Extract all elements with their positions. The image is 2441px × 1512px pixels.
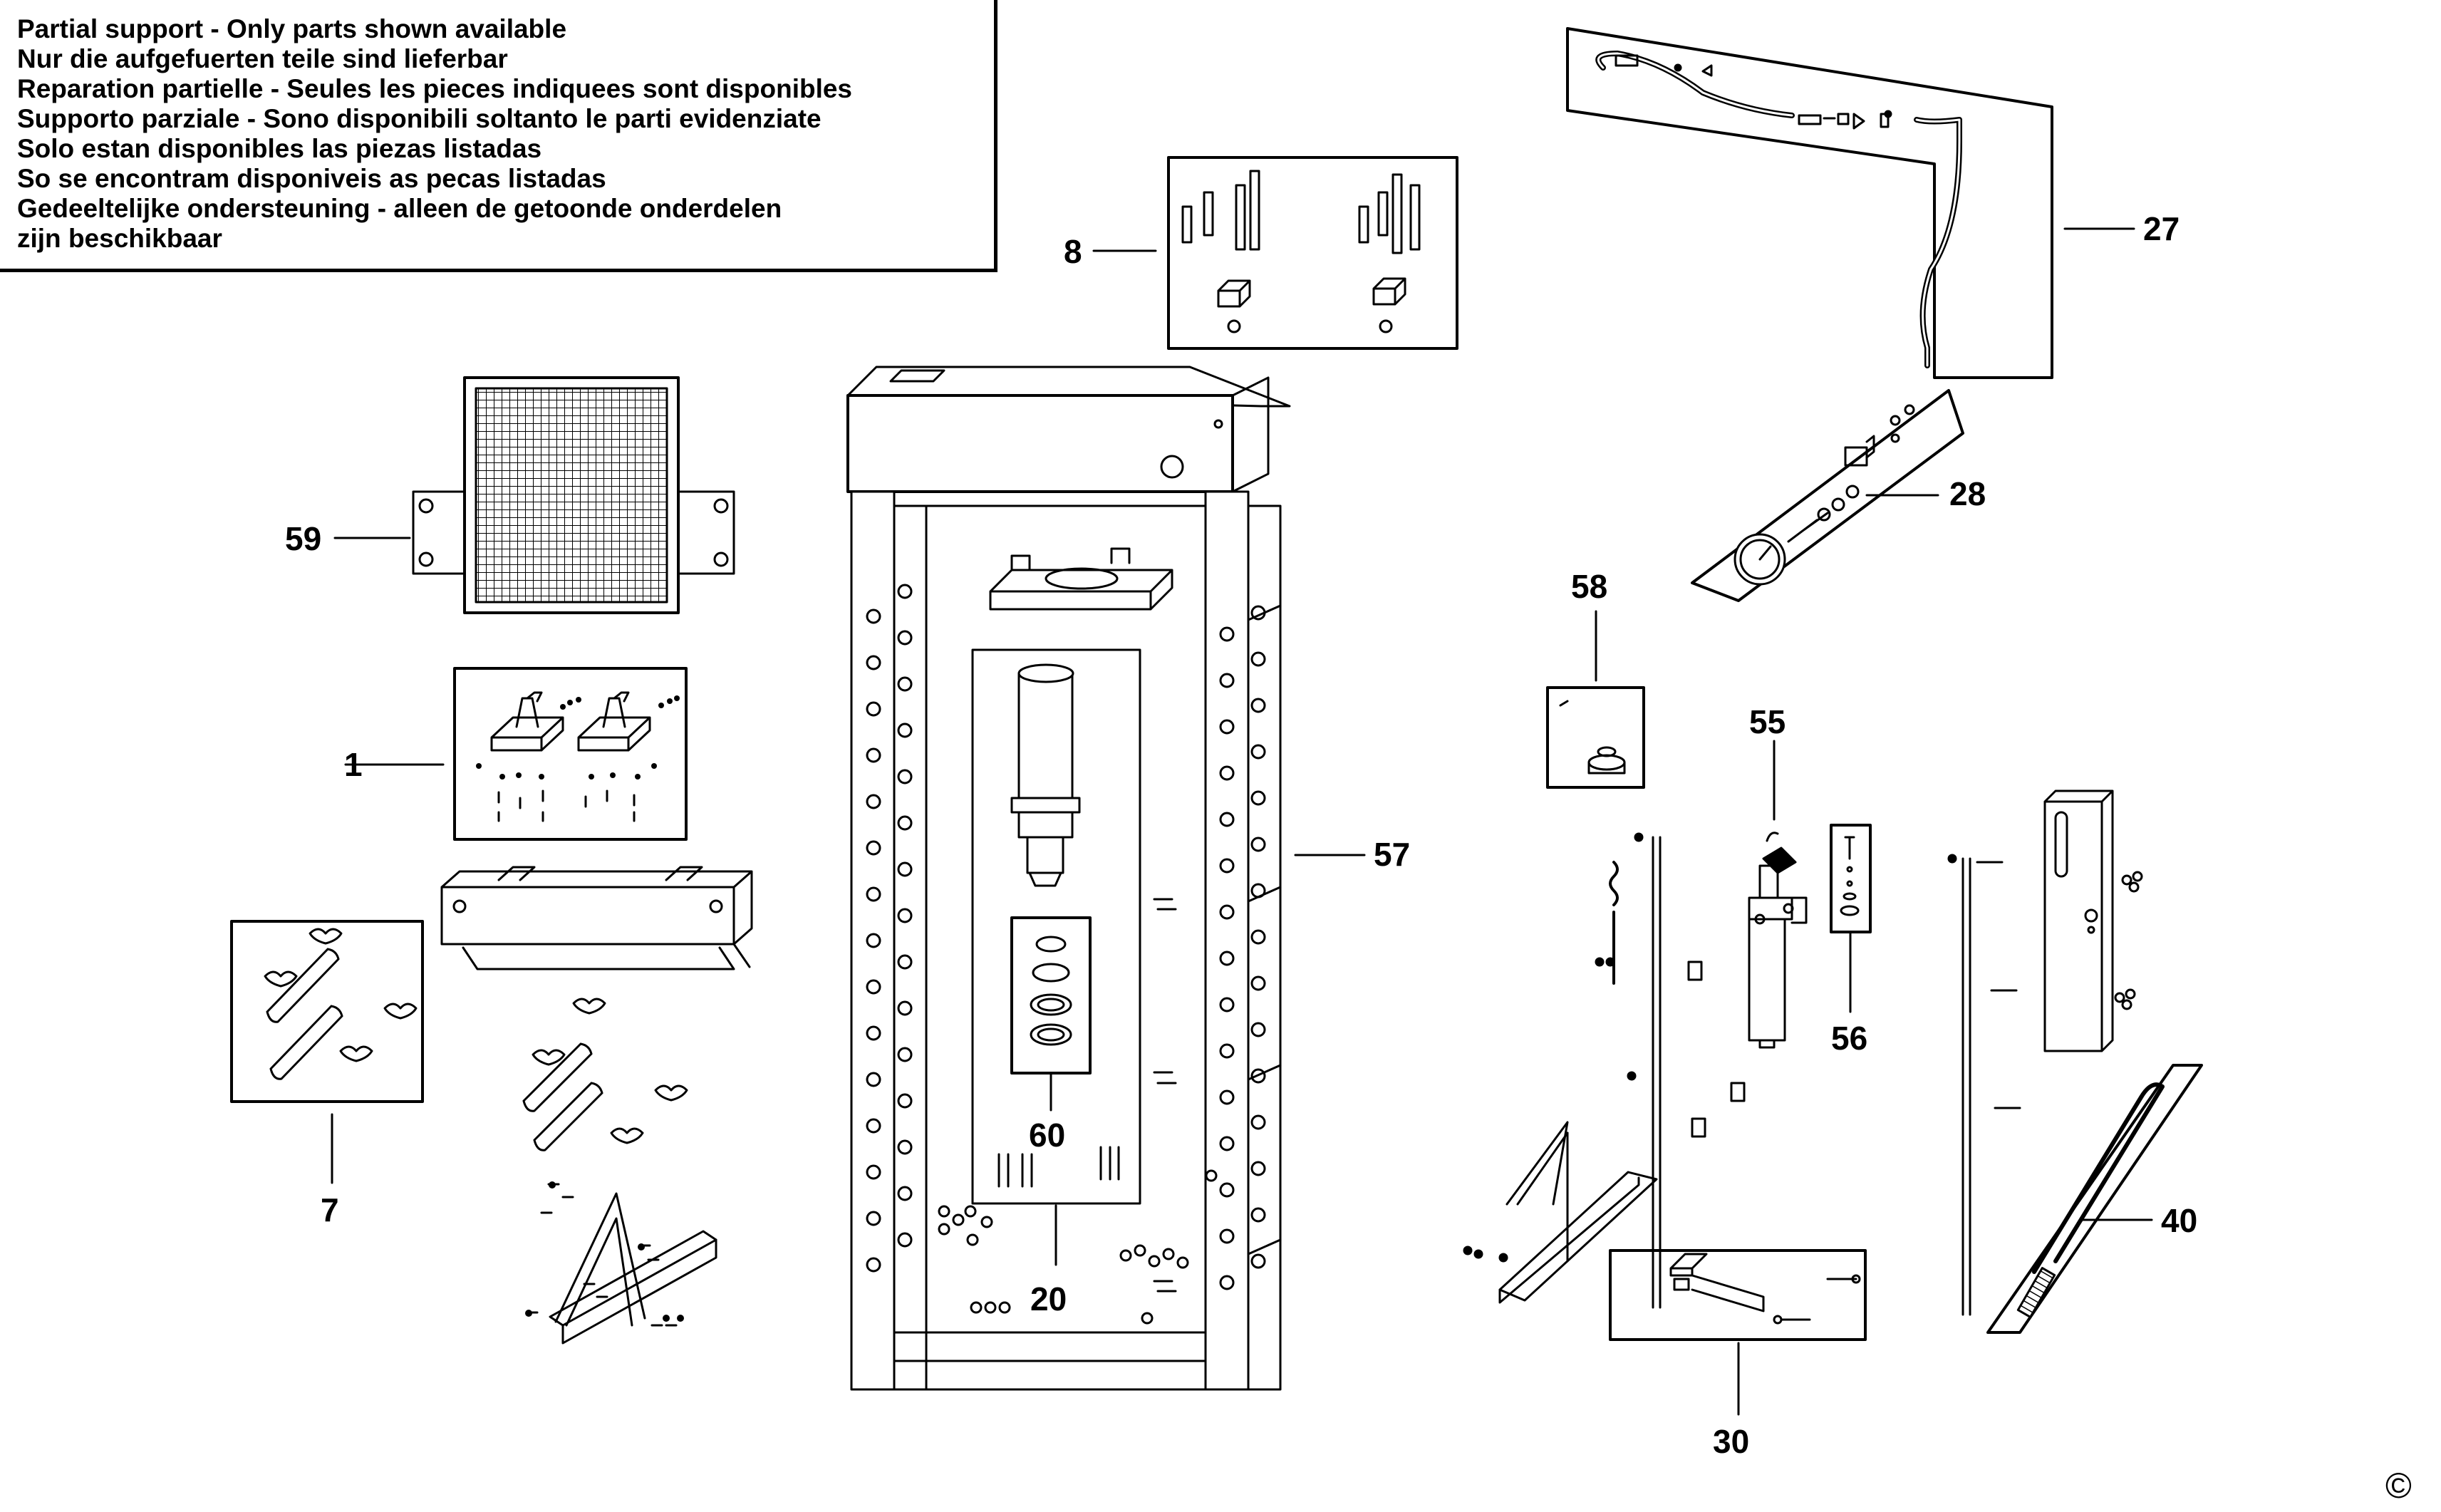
part-label-58: 58 (1571, 568, 1608, 605)
part-label-1: 1 (344, 746, 363, 783)
notice-line-nl-cont: zijn beschikbaar (17, 224, 222, 253)
notice-line-en: Partial support - Only parts shown avail… (17, 14, 567, 43)
bed-channel-part (440, 866, 753, 1151)
notice-line-de: Nur die aufgefuerten teile sind lieferba… (17, 44, 508, 73)
support-pins-part (230, 920, 424, 1103)
part-label-27: 27 (2143, 210, 2180, 247)
part-label-55: 55 (1749, 703, 1786, 740)
spring-bolt-kit-part (1167, 156, 1458, 350)
hose-kit-part (1566, 27, 2053, 379)
notice-line-it: Supporto parziale - Sono disponibili sol… (17, 104, 822, 133)
right-stand-leg-part (1463, 1121, 1658, 1304)
press-blocks-part (453, 667, 688, 841)
part-label-8: 8 (1064, 233, 1082, 270)
copyright-symbol: © (2385, 1466, 2412, 1506)
seal-kit-part (1010, 916, 1092, 1075)
notice-line-pt: So se encontram disponiveis as pecas lis… (17, 164, 606, 193)
part-label-56: 56 (1831, 1020, 1868, 1057)
partial-support-notice: Partial support - Only parts shown avail… (0, 0, 997, 272)
hand-pump-part (1748, 832, 1808, 1049)
part-label-28: 28 (1949, 475, 1986, 512)
part-label-30: 30 (1713, 1423, 1750, 1460)
part-label-7: 7 (321, 1191, 339, 1228)
pump-housing-part (2043, 789, 2143, 1052)
part-label-60: 60 (1029, 1117, 1066, 1154)
right-rods-part (1595, 832, 2021, 1316)
notice-line-nl: Gedeeltelijke ondersteuning - alleen de … (17, 194, 782, 223)
mounting-bolts (997, 1146, 1120, 1188)
part-label-59: 59 (285, 520, 322, 557)
part-label-40: 40 (2161, 1202, 2198, 1239)
press-frame-part (846, 366, 1291, 1391)
gauge-kit-part (1691, 389, 1964, 602)
valve-cap-part (1546, 686, 1645, 789)
hydraulic-ram-part (971, 648, 1141, 1205)
part-label-20: 20 (1030, 1280, 1067, 1317)
part-label-57: 57 (1374, 836, 1411, 873)
pump-handle-part (1986, 1064, 2203, 1334)
pump-piston-part (1830, 824, 1872, 933)
foot-pedal-part (1609, 1249, 1867, 1341)
notice-line-es: Solo estan disponibles las piezas listad… (17, 134, 542, 163)
stand-leg-part (525, 1181, 717, 1345)
mesh-guard-part (412, 376, 735, 614)
notice-line-fr: Reparation partielle - Seules les pieces… (17, 74, 853, 103)
